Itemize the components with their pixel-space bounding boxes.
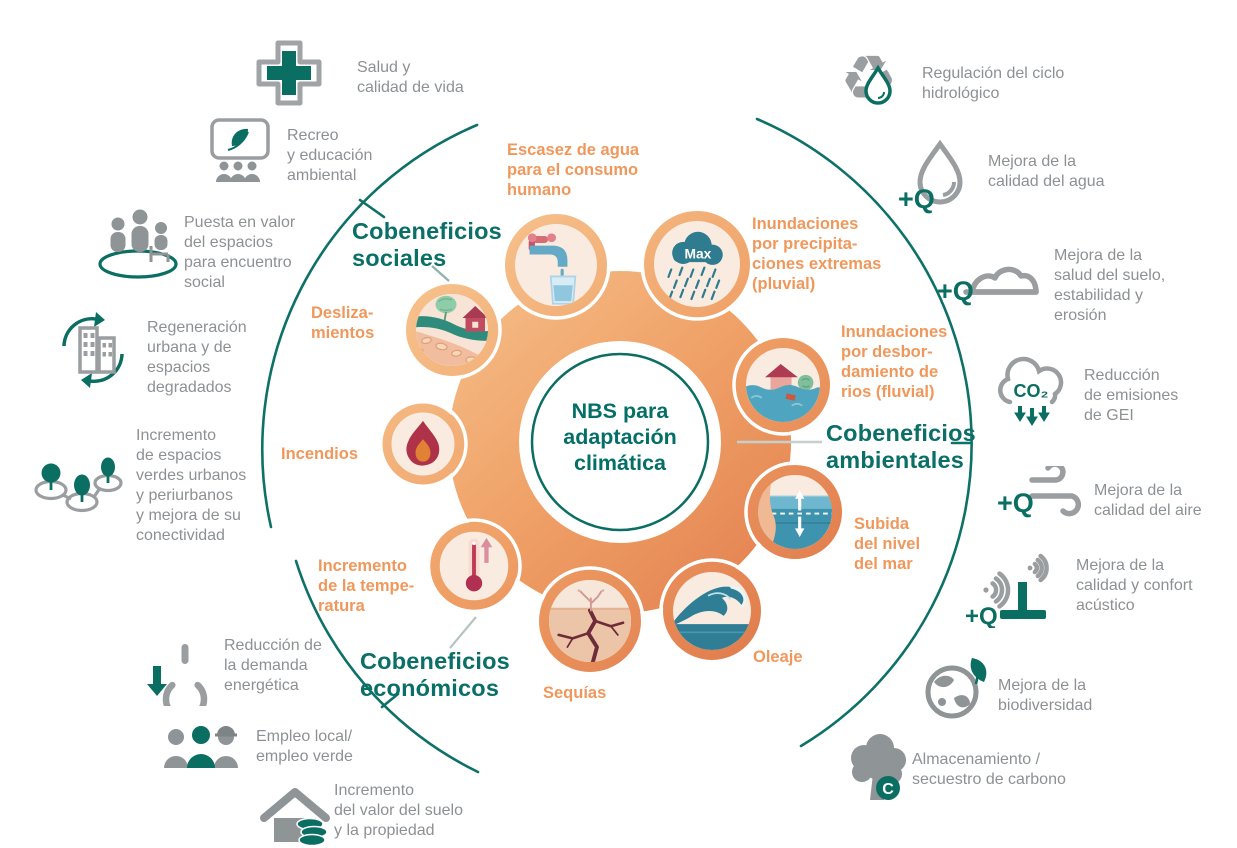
benefit-label-property-value: Incremento del valor del suelo y la prop…: [334, 782, 463, 839]
benefit-label-education: Recreo y educación ambiental: [287, 127, 373, 184]
employment-icon: [164, 726, 238, 768]
environmental-arc: [755, 117, 973, 748]
water-quality-icon: +Q: [898, 139, 963, 214]
soil-health-icon: +Q: [937, 266, 1039, 306]
benefit-label-air-quality: Mejora de la calidad del aire: [1094, 482, 1202, 519]
category-label-social: Cobeneficios sociales: [352, 218, 502, 271]
category-label-economic: Cobeneficios económicos: [360, 648, 510, 701]
carbon-c-badge: C: [882, 781, 894, 798]
social-arc: [260, 123, 479, 529]
benefit-label-social-space: Puesta en valor del espacios para encuen…: [184, 214, 296, 291]
benefit-label-green-spaces: Incremento de espacios verdes urbanos y …: [136, 427, 247, 544]
benefit-label-ghg-reduction: Reducción de emisiones de GEI: [1084, 367, 1179, 424]
environmental-education-icon: [210, 118, 270, 182]
wildfires-icon: [406, 420, 440, 466]
biodiversity-icon: [925, 658, 987, 719]
benefit-label-acoustic-comfort: Mejora de la calidad y confort acústico: [1076, 557, 1193, 614]
carbon-storage-icon: C: [851, 734, 906, 800]
category-label-environmental: Cobeneficios ambientales: [826, 420, 976, 473]
hazard-label-water-scarcity: Escasez de agua para el consumo humano: [507, 141, 640, 199]
economic-arc: [294, 559, 480, 774]
acoustic-comfort-icon: +Q: [965, 553, 1049, 628]
temperature-increase-icon: [465, 537, 493, 592]
economic-arc-tick: [380, 692, 400, 709]
property-value-icon: [260, 788, 330, 847]
hazard-label-fluvial-flood: Inundaciones por desbor- damiento de rio…: [841, 323, 948, 401]
benefit-label-soil-health: Mejora de la salud del suelo, estabilida…: [1054, 247, 1166, 324]
hazard-label-waves: Oleaje: [753, 648, 803, 666]
hazard-label-pluvial-flood: Inundaciones por precipita- ciones extre…: [752, 215, 882, 293]
economic-leader-line: [449, 616, 477, 649]
benefit-label-biodiversity: Mejora de la biodiversidad: [998, 677, 1093, 714]
hazard-label-wildfires: Incendios: [281, 445, 359, 463]
air-quality-icon: +Q: [997, 466, 1082, 518]
plus-q-badge: +Q: [997, 488, 1034, 518]
hydrological-cycle-icon: ♻: [840, 48, 916, 124]
benefit-label-urban-regeneration: Regeneración urbana y de espacios degrad…: [147, 319, 247, 396]
social-arc-tick: [358, 198, 386, 219]
benefit-label-health: Salud y calidad de vida: [357, 59, 464, 96]
health-cross-icon: [256, 40, 322, 106]
co2-badge: CO₂: [1014, 381, 1049, 401]
hazard-label-sea-level-rise: Subida del nivel del mar: [854, 515, 921, 573]
benefit-label-hydrological-cycle: Regulación del ciclo hidrológico: [922, 65, 1065, 102]
hazard-label-landslides: Desliza- mientos: [311, 304, 375, 342]
water-scarcity-icon: [527, 233, 577, 305]
hazard-circle-halos: [378, 207, 846, 676]
pluvial-flood-icon: Max: [667, 231, 723, 301]
benefit-label-employment: Empleo local/ empleo verde: [256, 728, 353, 765]
benefit-label-energy-demand: Reducción de la demanda energética: [224, 637, 322, 694]
center-title: NBS para adaptación climática: [563, 399, 677, 475]
center-disc-border: [530, 352, 710, 532]
sea-level-rise-icon: [758, 475, 832, 549]
hazard-label-temperature: Incremento de la tempe- ratura: [318, 557, 415, 615]
social-leader-line: [431, 265, 450, 282]
hazard-label-droughts: Sequías: [543, 684, 607, 702]
fluvial-flood-icon: [746, 363, 820, 422]
max-badge: Max: [684, 246, 711, 261]
ghg-reduction-icon: CO₂: [998, 356, 1064, 426]
plus-q-badge: +Q: [965, 603, 998, 628]
energy-demand-icon: [147, 644, 208, 706]
benefit-label-water-quality: Mejora de la calidad del agua: [988, 153, 1105, 190]
urban-regeneration-icon: [62, 312, 124, 388]
social-gathering-icon: [98, 209, 178, 279]
plus-q-badge: +Q: [898, 184, 935, 214]
benefit-label-carbon-storage: Almacenamiento / secuestro de carbono: [912, 751, 1066, 788]
green-spaces-icon: [34, 457, 123, 513]
plus-q-badge: +Q: [937, 276, 974, 306]
